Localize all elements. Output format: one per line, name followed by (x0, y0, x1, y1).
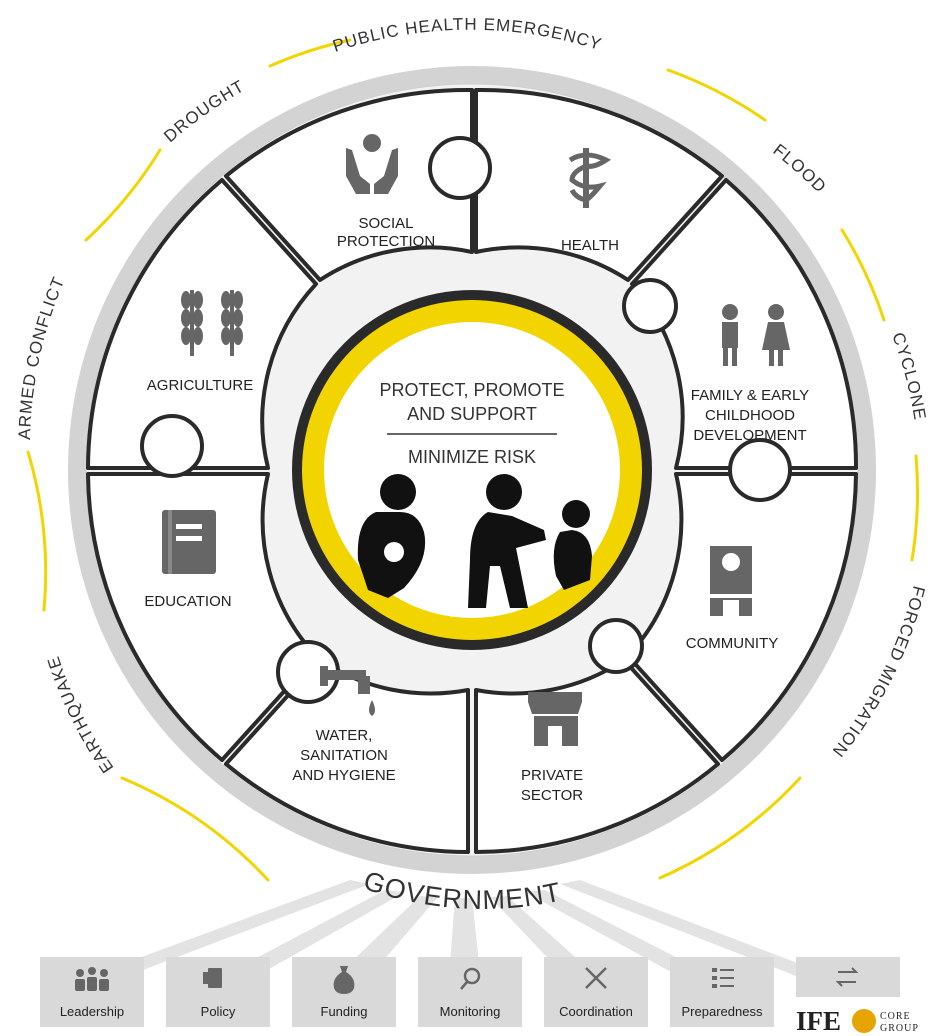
sector-label-community: COMMUNITY (686, 635, 779, 652)
center-line2: AND SUPPORT (407, 404, 537, 424)
pillar-policy: Policy (166, 957, 270, 1027)
logo-core-text: CORE (880, 1011, 911, 1022)
sector-label-education: EDUCATION (144, 593, 231, 610)
logo-sun-icon (852, 1009, 876, 1033)
document-icon (203, 968, 222, 988)
money-bag-icon (333, 966, 355, 994)
center-line1: PROTECT, PROMOTE (379, 380, 564, 400)
hazard-armed-conflict: ARMED CONFLICT (15, 274, 68, 440)
community-building-icon (710, 546, 752, 616)
logo-ife-text: IFE (796, 1006, 841, 1036)
pillar-leadership: Leadership (40, 957, 144, 1027)
pillar-coordination: Coordination (544, 957, 648, 1027)
center-line3: MINIMIZE RISK (408, 447, 536, 467)
storefront-icon (528, 692, 582, 746)
pillar-label-preparedness: Preparedness (682, 1004, 763, 1019)
wheat-icon (181, 290, 243, 356)
hazard-public-health: PUBLIC HEALTH EMERGENCY (330, 15, 604, 56)
hazard-arcs (26, 38, 919, 882)
pillar-label-coordination: Coordination (559, 1004, 633, 1019)
hazard-drought: DROUGHT (160, 76, 248, 146)
book-icon (162, 510, 216, 574)
ife-core-group-logo: IFE CORE GROUP (796, 1006, 919, 1036)
checklist-icon (712, 968, 734, 988)
converge-arrows-icon (585, 967, 607, 989)
logo-group-text: GROUP (880, 1023, 919, 1034)
hazard-flood: FLOOD (770, 140, 831, 197)
pillar-extra (796, 957, 900, 997)
swap-arrows-icon (835, 967, 859, 987)
people-icon (75, 967, 109, 991)
pillar-funding: Funding (292, 957, 396, 1027)
pillar-label-leadership: Leadership (60, 1004, 124, 1019)
pillar-preparedness: Preparedness (670, 957, 774, 1027)
pillar-label-monitoring: Monitoring (440, 1004, 501, 1019)
hands-heart-icon (346, 134, 398, 194)
magnifier-icon (460, 967, 481, 990)
hazard-earthquake: EARTHQUAKE (44, 653, 118, 776)
puzzle-knobs (140, 136, 792, 704)
pillar-label-funding: Funding (321, 1004, 368, 1019)
hazard-cyclone: CYCLONE (888, 330, 929, 422)
faucet-icon (320, 666, 375, 716)
family-feeding-icon (357, 474, 592, 608)
pillar-label-policy: Policy (201, 1004, 236, 1019)
caduceus-icon (568, 148, 611, 208)
pillar-monitoring: Monitoring (418, 957, 522, 1027)
sector-label-health: HEALTH (561, 237, 619, 254)
children-icon (722, 304, 790, 366)
sector-label-agriculture: AGRICULTURE (147, 377, 253, 394)
puzzle-segments (86, 87, 859, 854)
